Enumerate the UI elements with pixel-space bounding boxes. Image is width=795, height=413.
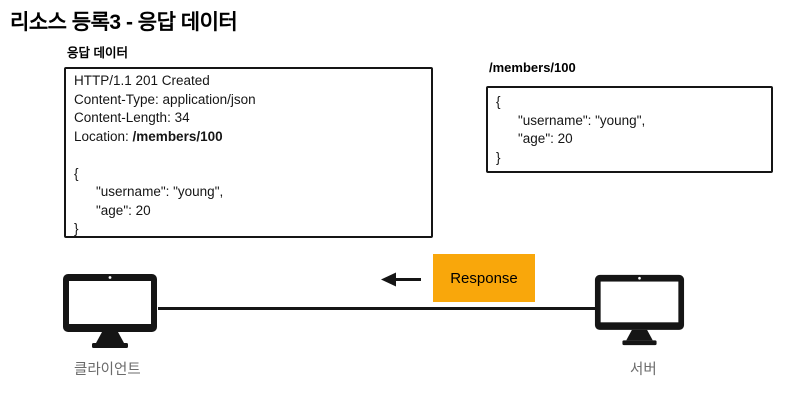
json-age-line: "age": 20 bbox=[518, 131, 573, 146]
http-response-box: HTTP/1.1 201 Created Content-Type: appli… bbox=[64, 67, 433, 238]
location-header-key: Location: bbox=[74, 128, 133, 144]
content-length-line: Content-Length: 34 bbox=[74, 110, 190, 125]
network-cable-line bbox=[158, 307, 595, 310]
client-monitor-icon bbox=[63, 274, 157, 348]
blank-line bbox=[74, 146, 423, 165]
server-label: 서버 bbox=[630, 362, 657, 378]
json-username-line: "username": "young", bbox=[518, 112, 646, 128]
json-username-line: "username": "young", bbox=[96, 184, 224, 199]
resource-path-label: /members/100 bbox=[489, 60, 576, 75]
json-open-brace: { bbox=[74, 165, 79, 181]
json-open-brace: { bbox=[496, 94, 501, 109]
location-header-value: /members/100 bbox=[132, 128, 223, 144]
location-line: Location: /members/100 bbox=[74, 128, 423, 147]
json-close-brace: } bbox=[496, 149, 501, 165]
stored-resource-box: { "username": "young", "age": 20 } bbox=[486, 86, 773, 173]
json-age-line: "age": 20 bbox=[96, 202, 151, 218]
content-type-line: Content-Type: application/json bbox=[74, 91, 256, 107]
page-title: 리소스 등록3 - 응답 데이터 bbox=[10, 11, 238, 34]
client-label: 클라이언트 bbox=[74, 362, 141, 378]
left-arrow-icon bbox=[381, 272, 421, 287]
response-data-label: 응답 데이터 bbox=[67, 46, 128, 60]
response-badge: Response bbox=[433, 254, 535, 302]
http-status-line: HTTP/1.1 201 Created bbox=[74, 73, 210, 88]
server-monitor-icon bbox=[594, 274, 685, 346]
json-close-brace: } bbox=[74, 221, 79, 236]
